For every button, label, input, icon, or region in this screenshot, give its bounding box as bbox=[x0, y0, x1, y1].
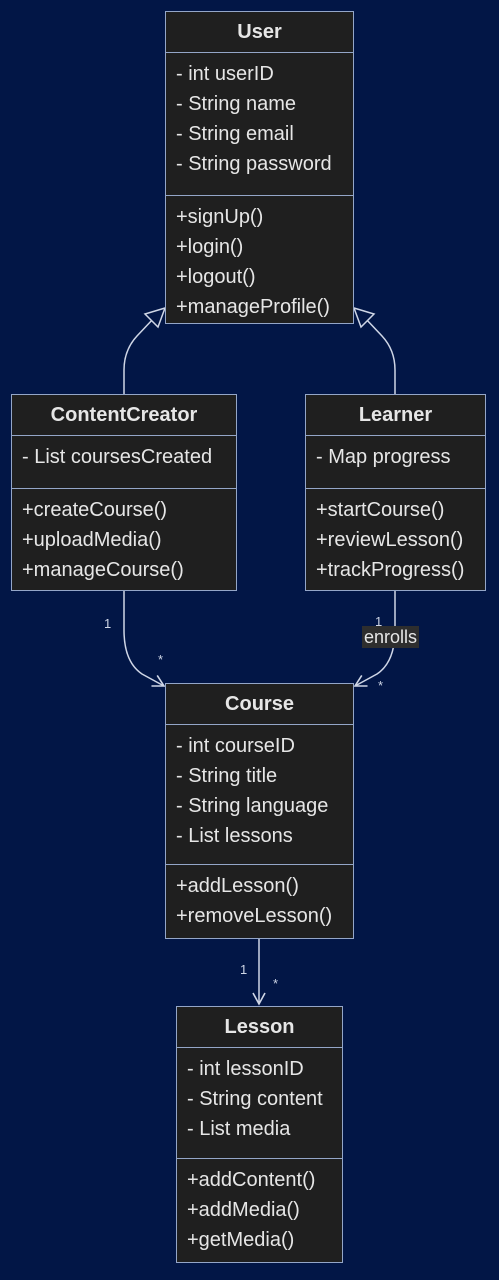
attribute: - int userID bbox=[176, 63, 274, 85]
class-title: Learner bbox=[306, 395, 485, 436]
method: +login() bbox=[176, 236, 244, 258]
methods-section: +addContent() +addMedia() +getMedia() bbox=[177, 1158, 342, 1255]
method: +getMedia() bbox=[187, 1229, 295, 1251]
class-user[interactable]: User - int userID - String name - String… bbox=[165, 11, 354, 324]
multiplicity-label: * bbox=[273, 976, 279, 991]
attribute: - List media bbox=[187, 1118, 291, 1140]
attribute: - String language bbox=[176, 795, 329, 817]
method: +removeLesson() bbox=[176, 905, 333, 927]
method: +addMedia() bbox=[187, 1199, 300, 1221]
attributes-section: - int lessonID - String content - List m… bbox=[177, 1048, 342, 1158]
association-line-creator-course bbox=[123, 590, 166, 687]
method: +trackProgress() bbox=[316, 559, 465, 581]
attribute: - List lessons bbox=[176, 825, 293, 847]
attribute: - List coursesCreated bbox=[22, 446, 213, 468]
method: +logout() bbox=[176, 266, 256, 288]
multiplicity-label: 1 bbox=[104, 616, 112, 631]
inheritance-line-contentcreator-user bbox=[123, 317, 155, 394]
inheritance-line-learner-user bbox=[364, 317, 396, 394]
attributes-section: - List coursesCreated bbox=[12, 436, 236, 488]
class-contentcreator[interactable]: ContentCreator - List coursesCreated +cr… bbox=[11, 394, 237, 591]
attributes-section: - int userID - String name - String emai… bbox=[166, 53, 353, 195]
methods-section: +addLesson() +removeLesson() bbox=[166, 864, 353, 931]
attribute: - Map progress bbox=[316, 446, 451, 468]
attributes-section: - Map progress bbox=[306, 436, 485, 488]
attribute: - String title bbox=[176, 765, 278, 787]
class-title: User bbox=[166, 12, 353, 53]
multiplicity-label: 1 bbox=[375, 614, 383, 629]
method: +createCourse() bbox=[22, 499, 168, 521]
method: +signUp() bbox=[176, 206, 264, 228]
class-course[interactable]: Course - int courseID - String title - S… bbox=[165, 683, 354, 939]
multiplicity-label: 1 bbox=[240, 962, 248, 977]
method: +addLesson() bbox=[176, 875, 299, 897]
attribute: - int courseID bbox=[176, 735, 295, 757]
attribute: - int lessonID bbox=[187, 1058, 304, 1080]
methods-section: +startCourse() +reviewLesson() +trackPro… bbox=[306, 488, 485, 585]
attribute: - String name bbox=[176, 93, 297, 115]
inheritance-arrowhead-user-left bbox=[143, 306, 167, 329]
attribute: - String password bbox=[176, 153, 332, 175]
methods-section: +signUp() +login() +logout() +manageProf… bbox=[166, 195, 353, 322]
attributes-section: - int courseID - String title - String l… bbox=[166, 725, 353, 864]
attribute: - String email bbox=[176, 123, 294, 145]
method: +uploadMedia() bbox=[22, 529, 162, 551]
multiplicity-label: * bbox=[158, 652, 164, 667]
attribute: - String content bbox=[187, 1088, 323, 1110]
class-title: Lesson bbox=[177, 1007, 342, 1048]
method: +startCourse() bbox=[316, 499, 445, 521]
method: +manageCourse() bbox=[22, 559, 184, 581]
relationship-label-enrolls: enrolls bbox=[362, 626, 420, 648]
methods-section: +createCourse() +uploadMedia() +manageCo… bbox=[12, 488, 236, 585]
class-lesson[interactable]: Lesson - int lessonID - String content -… bbox=[176, 1006, 343, 1263]
method: +reviewLesson() bbox=[316, 529, 464, 551]
class-title: Course bbox=[166, 684, 353, 725]
class-learner[interactable]: Learner - Map progress +startCourse() +r… bbox=[305, 394, 486, 591]
method: +manageProfile() bbox=[176, 296, 330, 318]
multiplicity-label: * bbox=[378, 678, 384, 693]
inheritance-arrowhead-user-right bbox=[352, 306, 376, 329]
class-title: ContentCreator bbox=[12, 395, 236, 436]
method: +addContent() bbox=[187, 1169, 316, 1191]
